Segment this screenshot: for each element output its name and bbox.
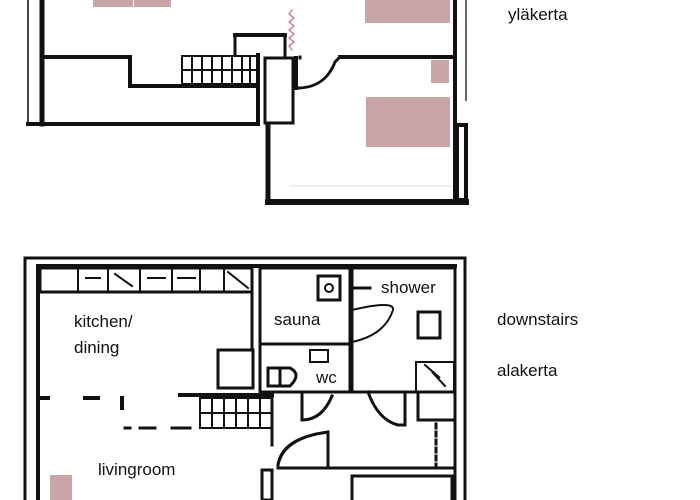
room-label-sauna: sauna [274, 310, 321, 329]
lower-bed [50, 475, 72, 500]
room-label-kitchen-line1: kitchen/ [74, 312, 133, 331]
upper-floor-title: yläkerta [508, 5, 568, 24]
upper-beds [93, 0, 450, 147]
lower-floor-title-en: downstairs [497, 310, 579, 329]
room-label-kitchen-line2: dining [74, 338, 120, 357]
lower-floor-plan [23, 256, 467, 500]
room-label-wc: wc [316, 368, 337, 387]
room-label-shower: shower [381, 278, 436, 297]
room-label-livingroom: livingroom [98, 460, 176, 479]
upper-floor-plan [26, 0, 469, 205]
lower-floor-title-fi: alakerta [497, 361, 558, 380]
